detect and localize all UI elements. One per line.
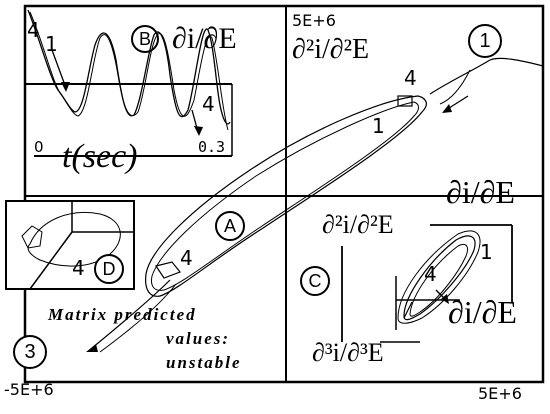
panel-c-loop-outer xyxy=(397,230,481,324)
entry-arrowhead xyxy=(442,104,452,113)
panel-a-badge: A xyxy=(215,211,245,241)
panel-d-small-polygon xyxy=(21,225,43,249)
panel-c-second-derivative: ∂²i/∂²E xyxy=(322,210,394,239)
second-derivative-label: ∂²i/∂²E xyxy=(292,34,370,65)
panel-b-arrowhead-left xyxy=(61,82,70,92)
panel-c-badge: C xyxy=(300,266,330,296)
main-marker-box-bottom xyxy=(155,261,181,279)
panel-c-marker-4: 4 xyxy=(424,262,437,286)
prediction-note-line2: values: xyxy=(166,329,231,348)
bottom-right-scale: 5E+6 xyxy=(478,384,522,403)
panel-b-arrowhead-right xyxy=(194,126,203,136)
main-marker-box-top xyxy=(397,95,413,107)
panel-d-badge: D xyxy=(94,254,124,284)
panel-b-marker-4: 4 xyxy=(27,18,40,42)
exit-arrowhead xyxy=(86,344,98,352)
entry-trajectory-2 xyxy=(439,69,471,105)
panel-d-diagonal-line xyxy=(29,231,73,290)
region-3-number: 3 xyxy=(24,340,36,363)
panel-c-arrowhead xyxy=(441,294,449,304)
main-marker-1: 1 xyxy=(372,114,385,138)
exit-trajectory-2 xyxy=(99,283,177,353)
panel-c-first-derivative: ∂i/∂E xyxy=(448,294,517,330)
first-derivative-axis-label: ∂i/∂E xyxy=(446,174,515,210)
panel-b-marker-4b: 4 xyxy=(202,92,215,116)
main-marker-4: 4 xyxy=(404,66,417,90)
region-1-number: 1 xyxy=(479,29,491,52)
outer-frame xyxy=(23,4,545,384)
panel-c-third-derivative: ∂³i/∂³E xyxy=(312,338,384,367)
prediction-note-line3: unstable xyxy=(166,353,242,372)
entry-trajectory xyxy=(429,57,544,95)
panel-a-marker-4: 4 xyxy=(180,246,193,270)
panel-b-waveform xyxy=(27,9,231,125)
top-scale-label: 5E+6 xyxy=(292,11,336,30)
panel-b-marker-1: 1 xyxy=(45,32,58,56)
panel-b-time-zero: 0 xyxy=(34,138,44,156)
panel-c-loop xyxy=(403,235,476,321)
panel-c-marker-1: 1 xyxy=(480,240,493,264)
bottom-left-scale: -5E+6 xyxy=(4,380,54,399)
panel-b-badge: B xyxy=(131,25,159,53)
region-3-badge: 3 xyxy=(13,335,47,369)
panel-b-waveform-second xyxy=(29,11,229,131)
panel-c-loop-inner xyxy=(409,243,469,317)
exit-trajectory xyxy=(91,279,171,349)
panel-b-time-end: 0.3 xyxy=(198,138,226,156)
panel-b-arrow-left xyxy=(51,49,67,89)
prediction-note-line1: Matrix predicted xyxy=(48,305,197,324)
panel-c-letter: C xyxy=(308,270,322,291)
panel-d-letter: D xyxy=(102,258,116,279)
main-attractor-loop-inner xyxy=(151,101,419,291)
panel-d-marker-4: 4 xyxy=(72,256,85,280)
panel-b-derivative: ∂i/∂E xyxy=(172,22,237,55)
panel-c-arrow-lower xyxy=(403,301,413,319)
panel-b-time-axis-label: t(sec) xyxy=(62,138,138,175)
panel-a-letter: A xyxy=(223,215,236,236)
region-1-badge: 1 xyxy=(468,24,502,58)
panel-d-loop xyxy=(27,212,121,267)
panel-b-letter: B xyxy=(138,28,151,49)
main-attractor-loop xyxy=(145,95,427,297)
